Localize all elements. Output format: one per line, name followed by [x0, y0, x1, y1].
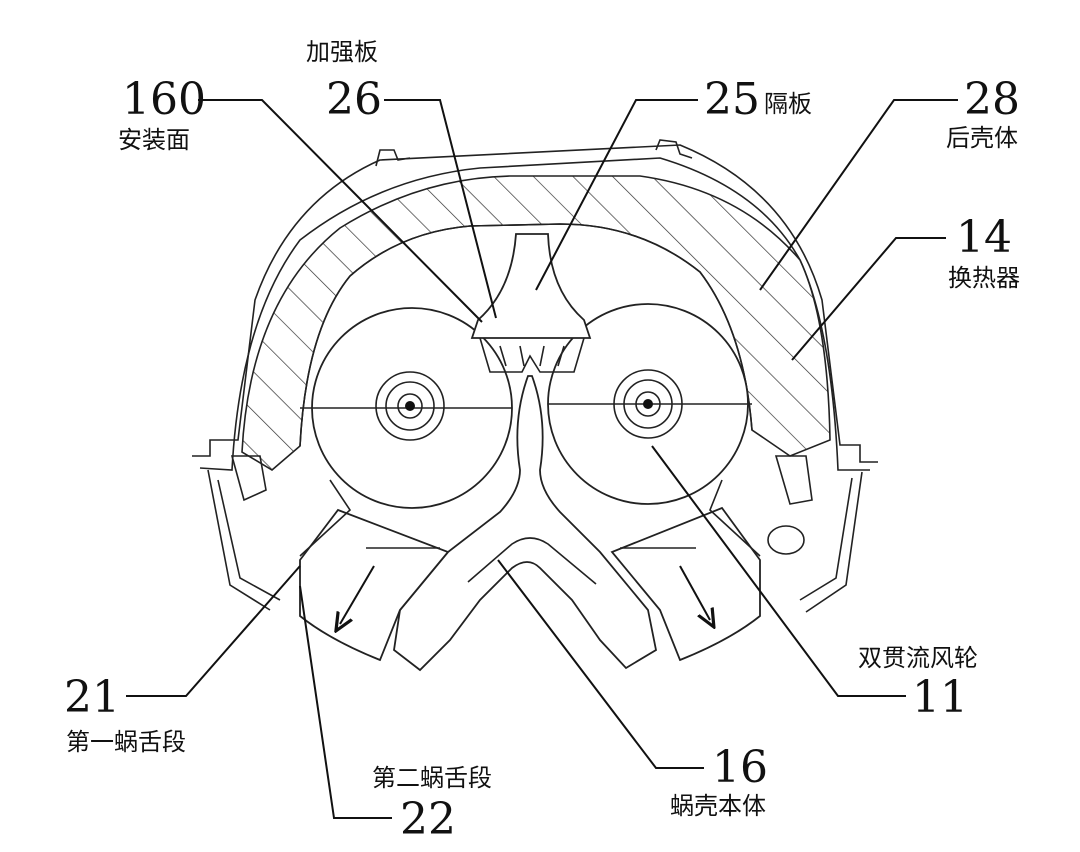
label-11-caption: 双贯流风轮 [858, 644, 978, 672]
label-160-number: 160 [122, 74, 206, 125]
partition-plate [470, 233, 592, 339]
label-28-number: 28 [964, 74, 1020, 125]
label-16-number: 16 [712, 742, 768, 793]
label-11-number: 11 [912, 672, 968, 723]
rear-shell-outer [192, 144, 878, 463]
right-outlet-duct [610, 506, 761, 662]
arrow-down-right-icon [679, 565, 710, 620]
label-14-number: 14 [956, 212, 1012, 263]
label-16-caption: 蜗壳本体 [670, 792, 766, 820]
label-22-caption: 第二蜗舌段 [372, 764, 492, 792]
leader-lines [126, 99, 958, 819]
label-21-caption: 第一蜗舌段 [66, 728, 186, 756]
label-26-number: 26 [326, 74, 382, 125]
label-28-caption: 后壳体 [946, 124, 1018, 152]
left-fan-hub [375, 371, 445, 441]
label-25-number: 25 [704, 74, 760, 125]
right-fan-hub [613, 369, 683, 439]
volute-body [393, 375, 658, 672]
arrow-down-left-icon [340, 565, 375, 624]
housing-drawing [192, 139, 878, 672]
label-14-caption: 换热器 [948, 264, 1020, 292]
label-22-number: 22 [400, 794, 456, 845]
label-25-caption: 隔板 [764, 90, 812, 118]
label-26-caption: 加强板 [306, 38, 378, 66]
label-160-caption: 安装面 [118, 126, 190, 154]
label-21-number: 21 [64, 672, 120, 723]
